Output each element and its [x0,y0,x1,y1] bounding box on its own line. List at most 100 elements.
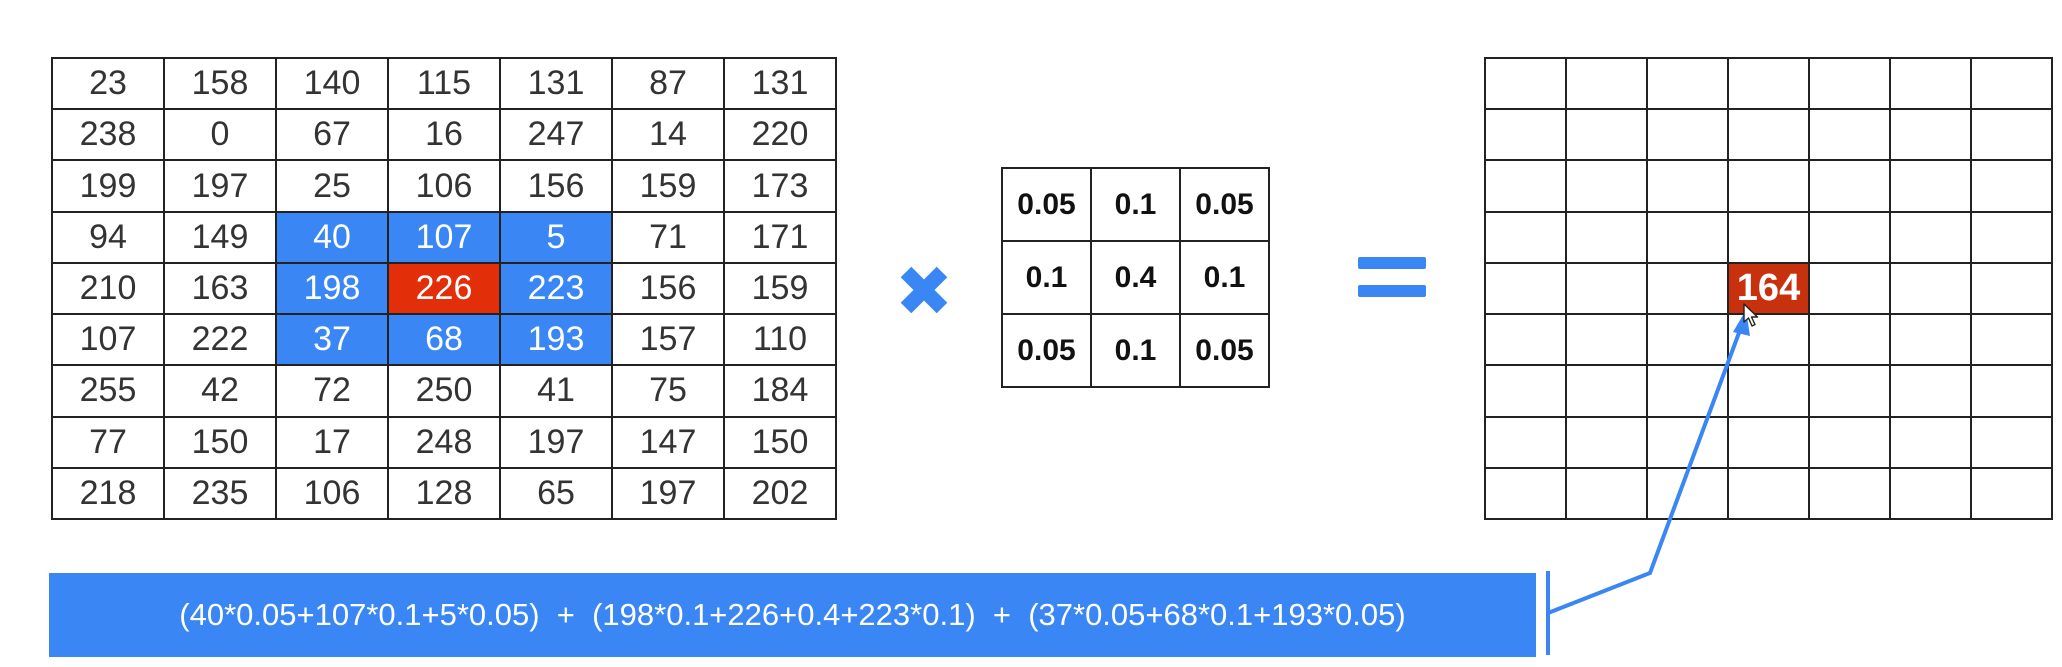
output-cell [1970,210,2053,264]
input-cell: 159 [723,261,837,316]
input-cell: 238 [51,108,165,162]
input-cell: 67 [275,108,389,162]
output-cell [1727,108,1810,162]
multiply-icon [900,266,948,314]
output-cell [1889,466,1972,521]
output-cell [1808,56,1891,111]
input-cell: 16 [387,108,501,162]
input-cell: 23 [51,56,165,111]
output-cell [1889,210,1972,264]
kernel-cell: 0.4 [1090,240,1181,315]
input-neighborhood-cell: 5 [499,210,613,264]
output-cell [1970,108,2053,162]
input-cell: 218 [51,466,165,521]
output-cell [1484,261,1567,316]
input-neighborhood-cell: 68 [387,313,501,367]
input-cell: 173 [723,159,837,213]
input-cell: 222 [163,313,277,367]
output-cell [1889,364,1972,418]
output-cell [1808,108,1891,162]
input-cell: 106 [387,159,501,213]
output-row: 164 [1484,261,2053,316]
input-cell: 156 [611,261,725,316]
input-cell: 220 [723,108,837,162]
input-cell: 140 [275,56,389,111]
output-cell [1889,261,1972,316]
input-cell: 25 [275,159,389,213]
output-cell [1484,364,1567,418]
formula-text: (40*0.05+107*0.1+5*0.05) + (198*0.1+226+… [179,597,1406,632]
output-cell [1484,159,1567,213]
input-neighborhood-cell: 37 [275,313,389,367]
input-cell: 77 [51,415,165,469]
input-cell: 110 [723,313,837,367]
input-cell: 14 [611,108,725,162]
input-cell: 41 [499,364,613,418]
output-cell [1727,210,1810,264]
output-cell [1889,56,1972,111]
input-cell: 75 [611,364,725,418]
input-cell: 197 [499,415,613,469]
output-cell [1808,313,1891,367]
input-cell: 235 [163,466,277,521]
input-cell: 197 [163,159,277,213]
input-cell: 158 [163,56,277,111]
output-cell [1808,159,1891,213]
input-cell: 199 [51,159,165,213]
mouse-cursor-icon [1743,303,1759,327]
input-neighborhood-cell: 198 [275,261,389,316]
output-cell [1646,415,1729,469]
output-cell [1484,313,1567,367]
equals-icon [1358,255,1426,301]
output-row [1484,313,2053,367]
output-cell [1565,210,1648,264]
input-cell: 94 [51,210,165,264]
input-cell: 210 [51,261,165,316]
output-cell [1646,364,1729,418]
input-cell: 72 [275,364,389,418]
output-cell [1727,56,1810,111]
input-cell: 150 [723,415,837,469]
output-row [1484,415,2053,469]
input-cell: 159 [611,159,725,213]
input-cell: 197 [611,466,725,521]
input-cell: 163 [163,261,277,316]
output-cell [1970,466,2053,521]
output-cell [1646,56,1729,111]
kernel-cell: 0.05 [1001,167,1092,242]
kernel-cell: 0.05 [1179,167,1270,242]
output-cell [1970,56,2053,111]
input-cell: 255 [51,364,165,418]
input-neighborhood-cell: 223 [499,261,613,316]
output-cell [1646,313,1729,367]
kernel-cell: 0.1 [1001,240,1092,315]
input-cell: 248 [387,415,501,469]
output-cell [1970,364,2053,418]
input-cell: 184 [723,364,837,418]
output-cell [1970,261,2053,316]
output-row [1484,159,2053,213]
input-cell: 42 [163,364,277,418]
output-cell [1727,364,1810,418]
output-matrix-body: 164 [1484,56,2053,521]
output-cell [1646,466,1729,521]
output-cell [1970,415,2053,469]
input-neighborhood-cell: 107 [387,210,501,264]
output-cell [1808,466,1891,521]
output-cell [1808,261,1891,316]
input-cell: 157 [611,313,725,367]
input-cell: 250 [387,364,501,418]
input-cell: 106 [275,466,389,521]
input-neighborhood-cell: 193 [499,313,613,367]
